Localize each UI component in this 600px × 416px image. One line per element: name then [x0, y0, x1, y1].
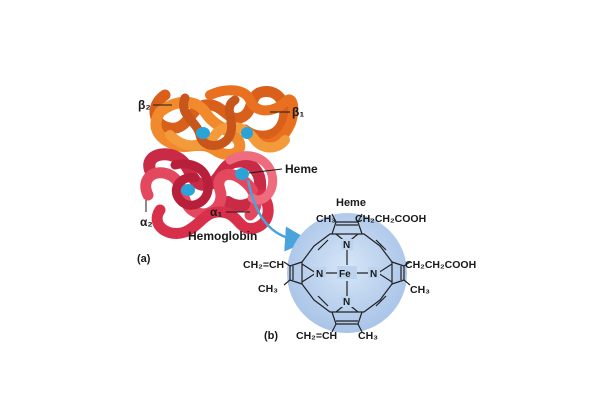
heme-dot	[196, 127, 210, 139]
heme-molecule: Heme	[243, 197, 476, 342]
label-part-a: (a)	[137, 253, 151, 265]
label-alpha1: α₁	[210, 205, 222, 219]
label-beta1: β₁	[292, 105, 304, 119]
heme-title: Heme	[336, 197, 366, 209]
substituent-labels: CH₃ CH₂CH₂COOH CH₂=CH CH₃ CH₂CH₂COOH CH₃…	[243, 213, 476, 342]
heme-arrow	[246, 179, 310, 252]
leader-lines	[145, 104, 290, 213]
hemoglobin-protein: β₂ β₁ Heme α₂ α₁ Hemoglobin (a)	[137, 85, 318, 265]
sub-left-upper: CH₂=CH	[243, 259, 284, 271]
label-beta2: β₂	[138, 98, 151, 112]
porphyrin-ring	[289, 221, 405, 325]
sub-right-upper: CH₂CH₂COOH	[405, 259, 476, 271]
alpha-chains	[140, 148, 278, 239]
label-hemoglobin: Hemoglobin	[188, 229, 257, 243]
heme-dot	[181, 184, 195, 196]
label-part-b: (b)	[264, 330, 278, 342]
atom-fe: Fe	[339, 269, 351, 280]
heme-dot	[235, 168, 249, 180]
ring-atoms: N N N N Fe	[314, 239, 380, 308]
heme-dot	[241, 127, 253, 139]
label-heme-callout: Heme	[285, 162, 318, 176]
heme-groups	[181, 127, 253, 196]
atom-n-right: N	[370, 269, 377, 280]
beta-chains	[149, 85, 299, 160]
sub-left-lower: CH₃	[258, 283, 278, 295]
sub-top-right: CH₂CH₂COOH	[355, 213, 426, 225]
sub-bottom-left: CH₂=CH	[296, 330, 337, 342]
sub-bottom-right: CH₃	[358, 330, 378, 342]
sub-right-lower: CH₃	[410, 284, 430, 296]
substituent-bonds	[283, 213, 411, 333]
label-alpha2: α₂	[140, 215, 153, 229]
sub-top-left: CH₃	[316, 213, 336, 225]
atom-n-bottom: N	[343, 297, 350, 308]
atom-n-left: N	[316, 269, 323, 280]
atom-n-top: N	[343, 240, 350, 251]
